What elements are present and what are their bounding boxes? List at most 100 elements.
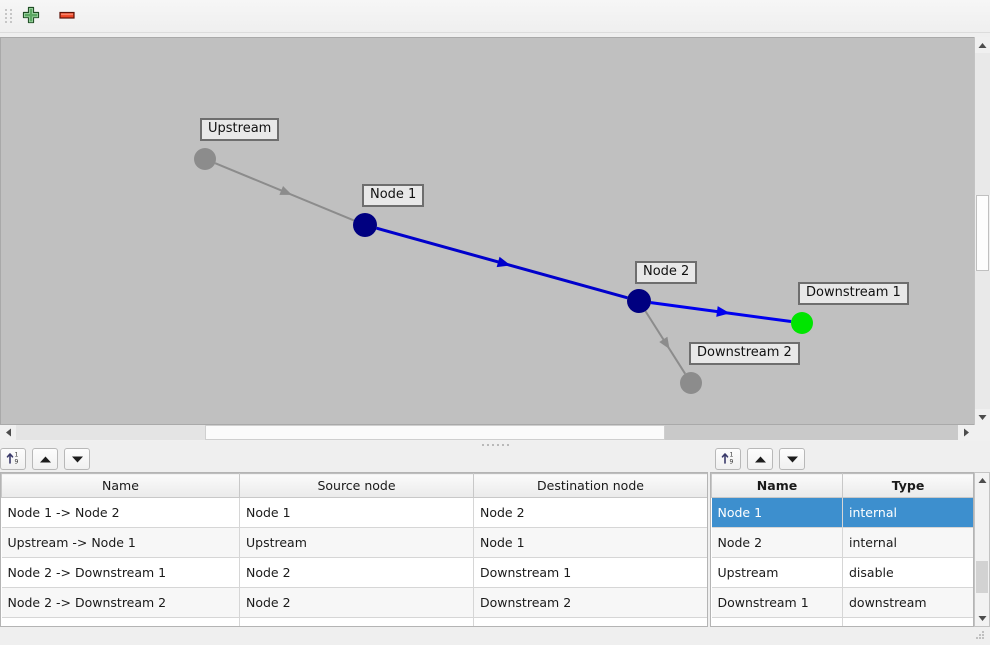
vertical-scroll-thumb[interactable]: [976, 195, 989, 271]
scroll-up-arrow-icon[interactable]: [975, 473, 989, 488]
canvas-horizontal-scrollbar[interactable]: [0, 425, 990, 441]
move-node-down-button[interactable]: [779, 448, 805, 470]
node-label-downstream2[interactable]: Downstream 2: [689, 342, 800, 365]
node-label-node1[interactable]: Node 1: [362, 184, 425, 207]
column-header-name[interactable]: Name: [711, 473, 843, 498]
edge-arrowhead-icon: [496, 256, 511, 268]
move-connection-down-button[interactable]: [64, 448, 90, 470]
cell-name[interactable]: Node 1 -> Node 2: [1, 497, 240, 528]
triangle-up-icon: [754, 452, 767, 467]
svg-text:1: 1: [730, 451, 734, 458]
move-node-up-button[interactable]: [747, 448, 773, 470]
edge-arrowhead-icon: [659, 336, 670, 350]
drag-grip[interactable]: [3, 6, 13, 26]
cell-type[interactable]: downstream: [842, 587, 973, 618]
scroll-track-lower[interactable]: [975, 271, 990, 409]
scroll-down-arrow-icon[interactable]: [975, 409, 990, 425]
cell-name[interactable]: Node 2: [711, 527, 843, 558]
graph-node-node2[interactable]: [627, 289, 651, 313]
empty-cell: [842, 617, 973, 626]
column-header-destination-node[interactable]: Destination node: [473, 473, 707, 498]
svg-text:9: 9: [15, 458, 19, 465]
cell-source[interactable]: Node 2: [239, 587, 474, 618]
sort-nodes-button[interactable]: 1 9: [715, 448, 741, 470]
cell-name[interactable]: Node 1: [711, 497, 843, 528]
cell-type[interactable]: disable: [842, 557, 973, 588]
cell-destination[interactable]: Node 2: [473, 497, 707, 528]
graph-node-downstream2[interactable]: [680, 372, 702, 394]
connections-toolbar: 1 9: [0, 443, 708, 473]
node-label-node2[interactable]: Node 2: [635, 261, 698, 284]
cell-name[interactable]: Node 2 -> Downstream 2: [1, 587, 240, 618]
cell-type[interactable]: internal: [842, 497, 973, 528]
scroll-left-arrow-icon[interactable]: [0, 425, 16, 440]
splitter-grip: [481, 443, 509, 446]
horizontal-scroll-thumb[interactable]: [205, 425, 665, 440]
svg-text:9: 9: [730, 458, 734, 465]
cell-source[interactable]: Upstream: [239, 527, 474, 558]
table-empty-row: [1, 617, 707, 626]
triangle-down-icon: [71, 452, 84, 467]
window-resize-grip[interactable]: [976, 631, 988, 643]
hscroll-track-right[interactable]: [665, 425, 958, 440]
scroll-right-arrow-icon[interactable]: [958, 425, 974, 440]
column-header-type[interactable]: Type: [842, 473, 973, 498]
scroll-up-arrow-icon[interactable]: [975, 37, 990, 53]
cell-destination[interactable]: Downstream 1: [473, 557, 707, 588]
triangle-down-icon: [786, 452, 799, 467]
graph-node-downstream1[interactable]: [791, 312, 813, 334]
move-connection-up-button[interactable]: [32, 448, 58, 470]
node-label-downstream1[interactable]: Downstream 1: [798, 282, 909, 305]
horizontal-splitter[interactable]: [0, 441, 990, 448]
nodes-toolbar: 1 9: [710, 443, 990, 473]
empty-cell: [239, 617, 474, 626]
cell-name[interactable]: Upstream -> Node 1: [1, 527, 240, 558]
cell-destination[interactable]: Downstream 2: [473, 587, 707, 618]
cell-name[interactable]: Node 2 -> Downstream 1: [1, 557, 240, 588]
remove-node-button[interactable]: [53, 2, 81, 30]
scroll-down-arrow-icon[interactable]: [975, 611, 989, 626]
red-minus-icon: [57, 5, 77, 28]
svg-text:1: 1: [15, 451, 19, 458]
graph-node-node1[interactable]: [353, 213, 377, 237]
cell-type[interactable]: internal: [842, 527, 973, 558]
graph-svg: [194, 148, 813, 394]
scrollbar-corner: [974, 425, 990, 440]
add-node-button[interactable]: [17, 2, 45, 30]
cell-name[interactable]: Upstream: [711, 557, 843, 588]
sort-ascending-icon: 1 9: [720, 450, 736, 469]
cell-source[interactable]: Node 2: [239, 557, 474, 588]
column-header-source-node[interactable]: Source node: [239, 473, 474, 498]
hscroll-track-left[interactable]: [16, 425, 205, 440]
cell-source[interactable]: Node 1: [239, 497, 474, 528]
triangle-up-icon: [39, 452, 52, 467]
canvas-vertical-scrollbar[interactable]: [974, 37, 990, 425]
column-header-name[interactable]: Name: [1, 473, 240, 498]
node-label-upstream[interactable]: Upstream: [200, 118, 280, 141]
vertical-scroll-thumb[interactable]: [976, 561, 988, 593]
cell-name[interactable]: Downstream 1: [711, 587, 843, 618]
scroll-track-upper[interactable]: [975, 53, 990, 195]
graph-node-upstream[interactable]: [194, 148, 216, 170]
sort-connections-button[interactable]: 1 9: [0, 448, 26, 470]
cell-destination[interactable]: Node 1: [473, 527, 707, 558]
table-empty-row: [711, 617, 973, 626]
nodes-vertical-scrollbar[interactable]: [974, 472, 990, 627]
